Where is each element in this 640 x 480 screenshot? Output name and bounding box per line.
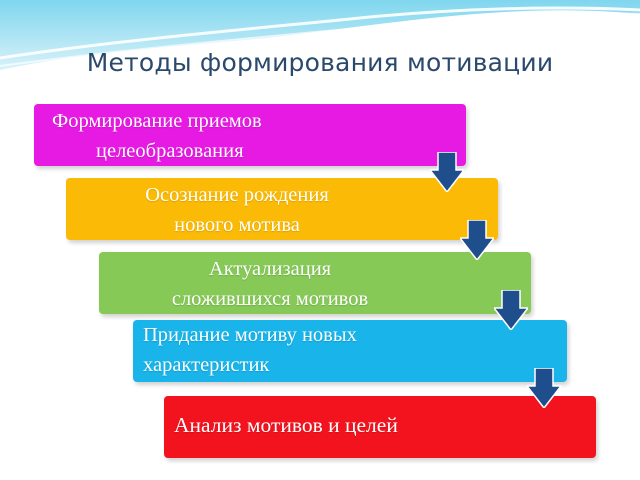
step-3-line-2: сложившихся мотивов	[171, 288, 369, 310]
step-1-line-1: Формирование приемов	[52, 110, 262, 132]
down-arrow-icon	[494, 290, 528, 330]
step-4-line-2: характеристик	[143, 354, 270, 376]
down-arrow-icon	[460, 220, 494, 260]
down-arrow-icon	[527, 368, 561, 408]
step-1-box: Формирование приемов целеобразования	[34, 104, 466, 166]
down-arrow-icon	[430, 152, 464, 192]
step-5-line-1: Анализ мотивов и целей	[174, 413, 398, 437]
step-2-line-1: Осознание рождения	[145, 184, 329, 206]
step-1-line-2: целеобразования	[96, 140, 244, 162]
step-4-line-1: Придание мотиву новых	[143, 324, 357, 346]
step-5-box: Анализ мотивов и целей	[164, 396, 596, 458]
slide-title: Методы формирования мотивации	[86, 48, 554, 77]
step-3-line-1: Актуализация	[208, 258, 332, 280]
step-4-box: Придание мотиву новых характеристик	[133, 320, 567, 382]
step-2-line-2: нового мотива	[174, 214, 300, 236]
header-wave-decoration	[0, 0, 640, 70]
step-2-box: Осознание рождения нового мотива	[66, 178, 498, 240]
step-3-box: Актуализация сложившихся мотивов	[99, 252, 531, 314]
